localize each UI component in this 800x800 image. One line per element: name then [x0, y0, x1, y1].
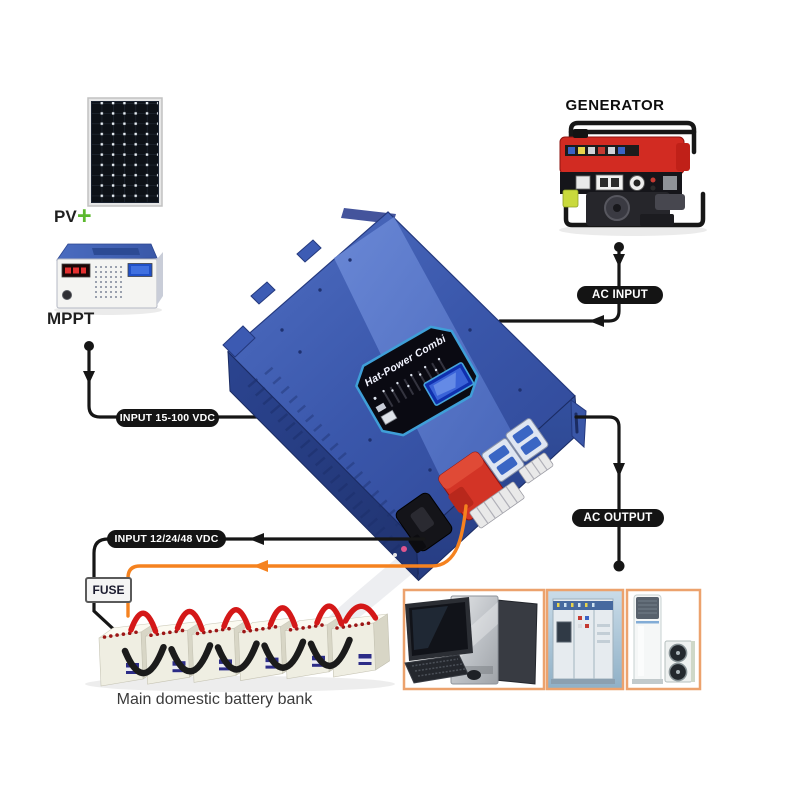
appliance-computer [402, 588, 546, 691]
computer-rear-monitor [494, 599, 538, 685]
positive-jumper-cable [314, 603, 345, 627]
inverter-led-indicator [401, 546, 407, 552]
inverter-dc-breaker [395, 492, 453, 554]
wiring-static [87, 249, 621, 419]
arrow-left-battery-input [249, 533, 264, 545]
appliance-cabinet [545, 588, 625, 691]
positive-jumper-cable [342, 603, 379, 624]
inverter-terminal-strip [469, 481, 525, 529]
appliance-air-conditioner [625, 588, 702, 691]
generator-label: GENERATOR [565, 97, 665, 114]
battery-cables-positive [128, 603, 379, 634]
mppt-vent-grid [95, 266, 122, 298]
arrow-left-ac-input [589, 315, 604, 327]
mppt-label: MPPT [47, 309, 95, 328]
positive-jumper-cable [128, 610, 159, 634]
computer-mouse [467, 670, 481, 680]
mppt-knob [62, 290, 72, 300]
mppt-controller [54, 243, 163, 315]
inverter-control-panel: Hat-Power Combi [355, 325, 479, 437]
battery-bank-caption: Main domestic battery bank [116, 691, 313, 708]
cabinet-window [556, 621, 572, 643]
arrow-down-ac-output [613, 463, 625, 477]
generator-engine [562, 189, 685, 226]
negative-jumper-cable [307, 636, 353, 670]
inverter-ac-outlet-2 [505, 418, 549, 462]
positive-jumper-cable [221, 606, 252, 631]
generator [559, 120, 707, 236]
inverter-screws [280, 258, 522, 472]
positive-jumper-cable [174, 608, 205, 633]
plus-sign: + [77, 202, 92, 230]
inverter-led-dots [373, 357, 441, 400]
generator-fuel-cap [573, 129, 588, 138]
pv-panel [87, 97, 163, 207]
inverter-flange-right [570, 398, 587, 449]
fuse-box: FUSE [85, 577, 132, 603]
positive-jumper-cable [267, 605, 298, 629]
ac-input-pill: AC INPUT [577, 286, 663, 304]
batteries [98, 613, 390, 687]
battery-bank [85, 603, 395, 692]
arrow-left-charge-line [253, 560, 268, 572]
battery [331, 613, 390, 678]
arrow-down-mppt-line [83, 371, 95, 384]
battery-cables-negative [121, 636, 353, 677]
inverter-flange-top-left [296, 239, 322, 263]
line-inverter-to-loads [574, 415, 621, 564]
negative-jumper-cable [261, 638, 307, 671]
inverter-flange-left-corner [222, 325, 256, 358]
node-dot-loads [613, 560, 625, 572]
inverter-terminal-strip-2 [518, 452, 554, 484]
node-dot-mppt [84, 341, 94, 351]
pv-label: PV [54, 207, 77, 226]
line-generator-to-inverter [498, 249, 621, 323]
line-charge-orange [126, 504, 468, 618]
negative-jumper-cable [168, 642, 214, 675]
negative-jumper-cable [214, 640, 260, 673]
node-dot-generator [614, 242, 624, 252]
negative-jumper-cable [121, 643, 167, 677]
pv-input-pill: INPUT 15-100 VDC [116, 409, 219, 427]
ac-output-pill: AC OUTPUT [572, 509, 664, 527]
inverter-flange-upper-left [250, 281, 276, 305]
inverter-ac-outlet-1 [481, 438, 525, 482]
line-mppt-to-inverter [87, 347, 264, 419]
battery-input-pill: INPUT 12/24/48 VDC [107, 530, 226, 548]
arrow-down-generator-line [613, 254, 625, 267]
